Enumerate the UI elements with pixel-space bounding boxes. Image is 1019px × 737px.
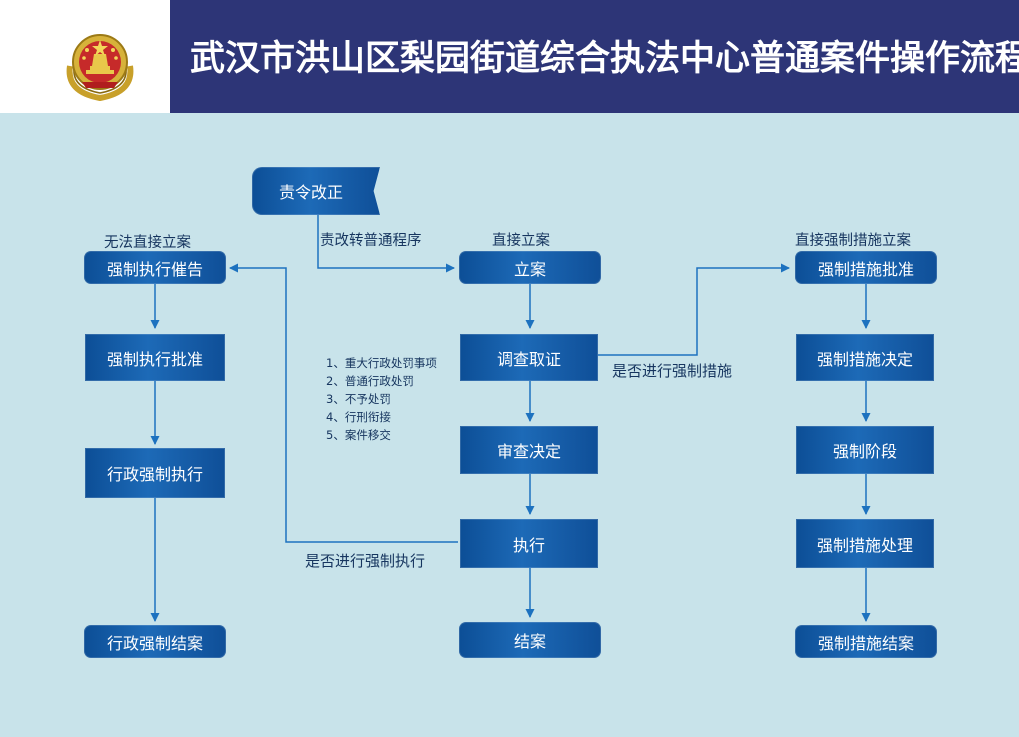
left-step-1: 强制执行催告	[84, 251, 226, 284]
center-step-3: 审查决定	[460, 426, 598, 474]
right-step-4: 强制措施处理	[796, 519, 934, 568]
center-step-2-label: 调查取证	[496, 349, 561, 369]
page-title: 武汉市洪山区梨园街道综合执法中心普通案件操作流程	[190, 38, 1019, 79]
right-step-2-label: 强制措施决定	[816, 349, 913, 369]
center-step-1: 立案	[459, 251, 601, 284]
right-step-4-label: 强制措施处理	[816, 535, 913, 555]
right-step-5-label: 强制措施结案	[817, 633, 914, 653]
left-step-3-label: 行政强制执行	[106, 465, 203, 484]
center-step-4-label: 执行	[512, 535, 545, 555]
review-outcome-item: 2、普通行政处罚	[326, 374, 414, 388]
center-step-4: 执行	[460, 519, 598, 568]
center-step-3-label: 审查决定	[496, 442, 561, 461]
header-bar: 武汉市洪山区梨园街道综合执法中心普通案件操作流程	[0, 0, 1019, 113]
left-column-heading: 无法直接立案	[104, 235, 191, 251]
center-column-heading: 直接立案	[492, 233, 550, 249]
left-step-2: 强制执行批准	[85, 334, 225, 381]
execution-to-left-connector	[229, 263, 458, 543]
review-outcome-item: 1、重大行政处罚事项	[326, 356, 437, 370]
left-step-4-label: 行政强制结案	[106, 633, 203, 653]
logo-area	[0, 0, 170, 113]
start-node-rectify: 责令改正	[252, 167, 380, 215]
center-step-5: 结案	[459, 622, 601, 658]
right-step-2: 强制措施决定	[796, 334, 934, 381]
right-step-5: 强制措施结案	[795, 625, 937, 658]
start-connector-label: 责改转普通程序	[320, 233, 422, 249]
right-step-1: 强制措施批准	[795, 251, 937, 284]
left-step-2-label: 强制执行批准	[106, 349, 203, 369]
left-step-1-label: 强制执行催告	[106, 259, 203, 279]
decision-label-enforcement-measures: 是否进行强制措施	[612, 362, 733, 380]
right-step-3: 强制阶段	[796, 426, 934, 474]
review-outcomes-list: 1、重大行政处罚事项 2、普通行政处罚 3、不予处罚 4、行刑衔接 5、案件移交	[326, 354, 437, 444]
review-outcome-item: 4、行刑衔接	[326, 410, 391, 424]
left-step-3: 行政强制执行	[85, 448, 225, 498]
right-step-3-label: 强制阶段	[832, 442, 897, 461]
right-column-heading: 直接强制措施立案	[795, 233, 911, 249]
decision-label-enforced-execution: 是否进行强制执行	[305, 552, 426, 570]
center-step-5-label: 结案	[513, 632, 546, 651]
investigation-to-right-connector	[598, 263, 790, 356]
center-step-2: 调查取证	[460, 334, 598, 381]
right-step-1-label: 强制措施批准	[817, 259, 914, 279]
center-step-1-label: 立案	[513, 259, 546, 279]
start-node-label: 责令改正	[278, 183, 343, 202]
review-outcome-item: 3、不予处罚	[326, 392, 391, 406]
review-outcome-item: 5、案件移交	[326, 428, 391, 442]
police-emblem-icon	[66, 34, 134, 102]
start-to-filing-connector	[317, 215, 455, 273]
left-step-4: 行政强制结案	[84, 625, 226, 658]
